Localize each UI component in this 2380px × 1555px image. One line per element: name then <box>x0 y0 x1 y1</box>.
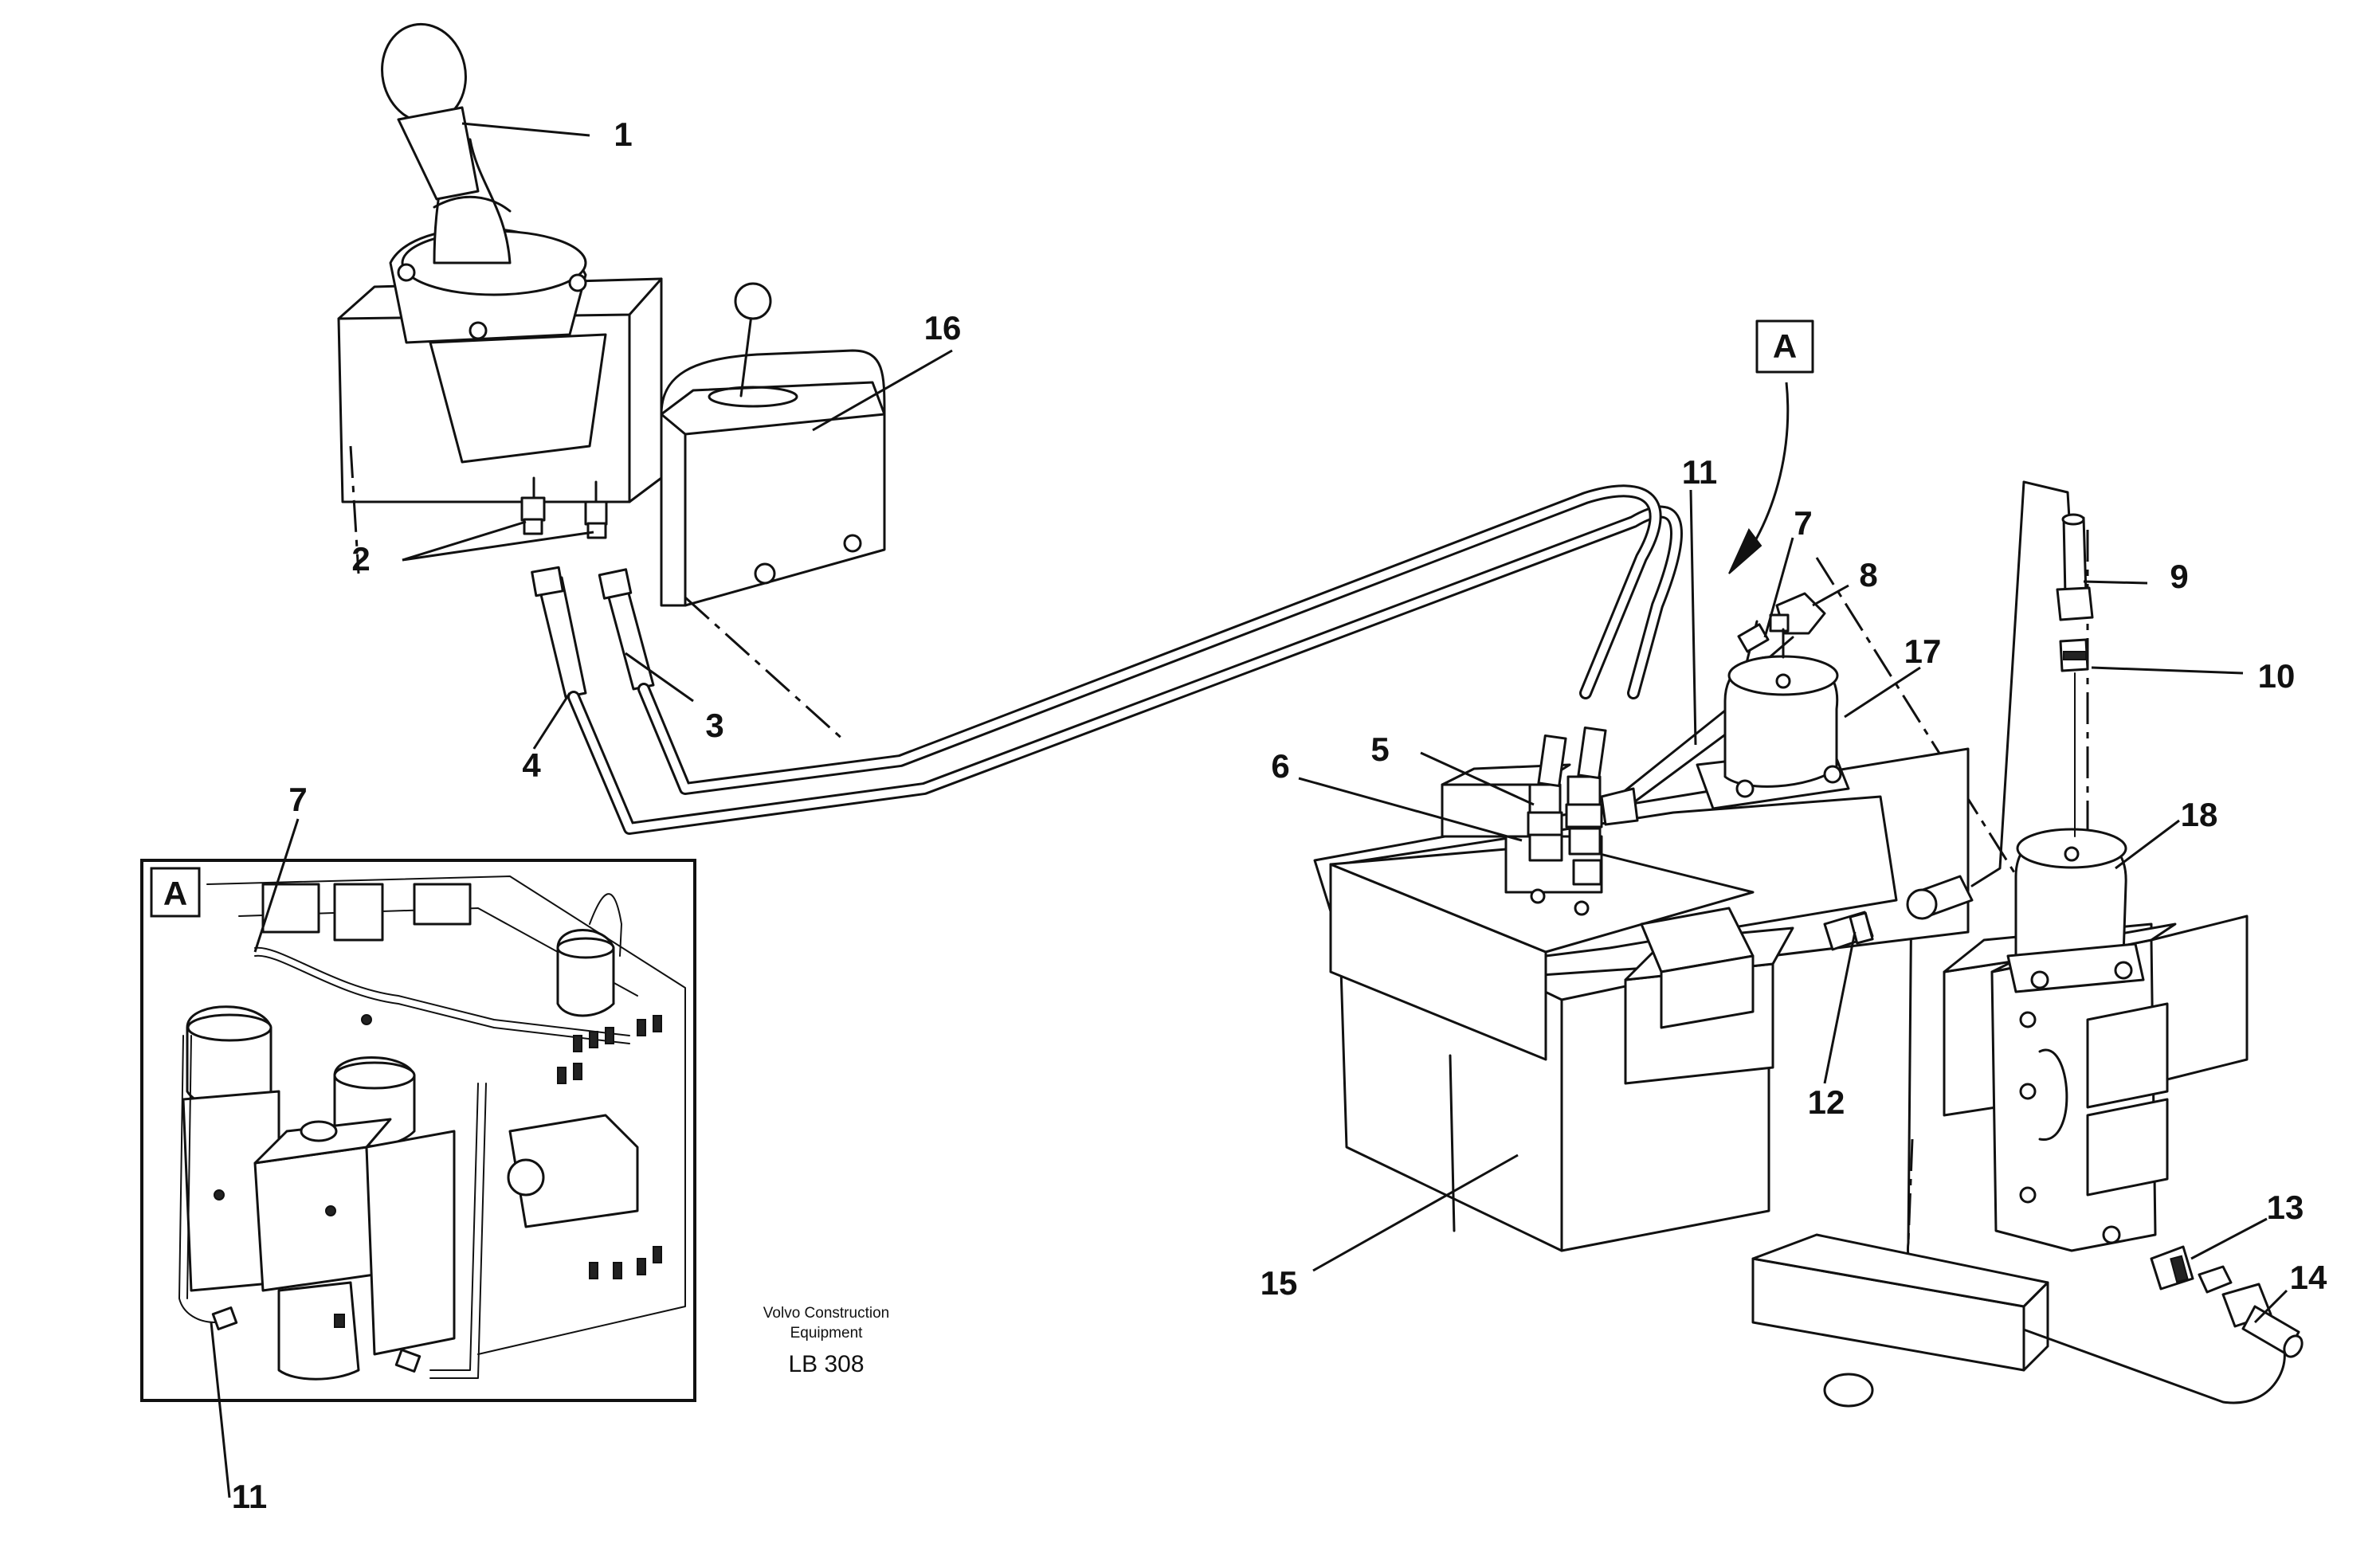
callout-3: 3 <box>705 707 723 744</box>
hoses-3-4 <box>531 566 655 699</box>
callout-5: 5 <box>1370 730 1389 768</box>
callout-1: 1 <box>614 116 632 153</box>
inset-callout-11: 11 <box>232 1478 267 1515</box>
fittings-5-6 <box>1527 726 1639 916</box>
credit-line-1: Volvo Construction <box>763 1305 889 1322</box>
fittings-13-14 <box>2150 1245 2304 1358</box>
callout-labels: 1 2 3 4 5 6 7 8 9 10 11 12 13 14 15 16 1… <box>351 116 2327 1302</box>
joystick-assembly <box>337 22 663 503</box>
callout-18: 18 <box>2181 796 2218 833</box>
callout-14: 14 <box>2290 1259 2327 1296</box>
view-marker-label: A <box>1773 327 1797 365</box>
callout-12: 12 <box>1808 1083 1845 1121</box>
credit-block: Volvo Construction Equipment LB 308 <box>763 1305 889 1377</box>
drawing-code: LB 308 <box>788 1351 864 1377</box>
view-marker: A <box>1728 319 1814 574</box>
hose-lines <box>567 480 2286 1404</box>
inset-callout-7: 7 <box>288 781 307 818</box>
callout-7: 7 <box>1794 504 1812 542</box>
callout-15: 15 <box>1261 1264 1298 1302</box>
inset-fittings <box>214 1014 662 1328</box>
callout-8: 8 <box>1859 556 1877 593</box>
pilot-valve-18 <box>1943 828 2249 1252</box>
callout-13: 13 <box>2267 1189 2304 1226</box>
callout-17: 17 <box>1904 633 1942 670</box>
callout-9: 9 <box>2170 558 2188 595</box>
callout-2: 2 <box>351 540 370 578</box>
credit-line-2: Equipment <box>790 1325 864 1342</box>
pilot-valve-17 <box>1696 628 1850 810</box>
callout-16: 16 <box>924 309 962 347</box>
callout-4: 4 <box>522 746 541 784</box>
inset-view-a: A <box>140 781 696 1515</box>
callout-11: 11 <box>1682 453 1717 491</box>
leader-lines <box>402 122 2288 1324</box>
lever-housing <box>660 282 886 607</box>
fitting-12 <box>1823 875 1974 951</box>
main-valve-block <box>1313 747 2049 1408</box>
callout-6: 6 <box>1271 747 1289 785</box>
callout-10: 10 <box>2258 657 2296 695</box>
fittings-9-10 <box>2056 513 2094 837</box>
fittings-top <box>520 476 608 539</box>
inset-label: A <box>163 875 187 912</box>
